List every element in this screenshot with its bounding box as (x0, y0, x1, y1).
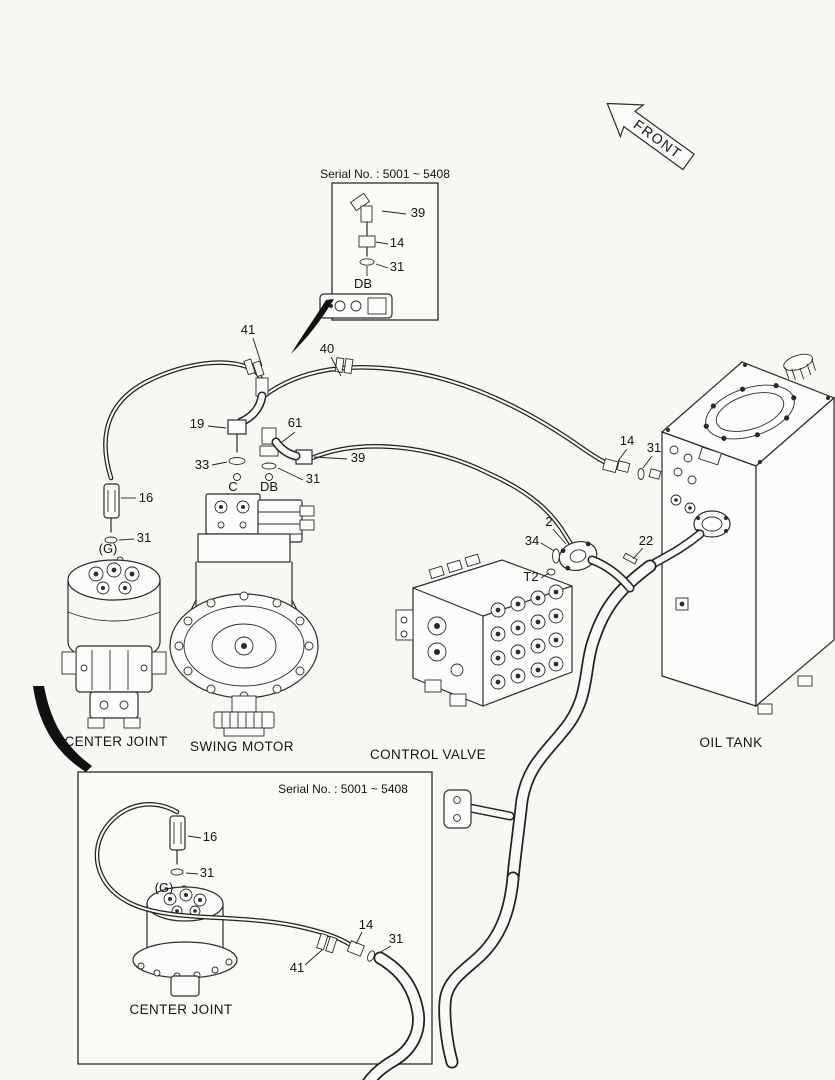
callout-22: 22 (639, 533, 653, 548)
callout-39-inset: 39 (411, 205, 425, 220)
stud-22 (622, 552, 638, 565)
control-valve-drawing (395, 553, 573, 707)
top-inset-fitting-drawing (319, 192, 393, 319)
motor-pinion-gear (213, 695, 275, 737)
label-center-joint: CENTER JOINT (64, 734, 167, 749)
callout-14-inset: 14 (390, 235, 404, 250)
o-ring-31-db (261, 462, 277, 470)
tank-suction-flange (693, 510, 731, 538)
center-joint-drawing (61, 483, 167, 729)
nut-14-inset2 (346, 940, 365, 957)
callout-61: 61 (288, 415, 302, 430)
tank-return-flange (552, 541, 638, 593)
hose-40 (261, 364, 619, 469)
callout-33: 33 (195, 457, 209, 472)
callout-2: 2 (545, 514, 552, 529)
inset-pointer-swoosh-left (33, 686, 92, 772)
callout-41: 41 (241, 322, 255, 337)
port-label-c: C (228, 479, 237, 494)
callout-19: 19 (190, 416, 204, 431)
o-ring-31-inset2 (170, 868, 184, 876)
main-callouts: 41 40 19 33 C DB 61 39 31 16 31 (G) 14 3… (99, 322, 662, 584)
callout-31-g-inset: 31 (200, 865, 214, 880)
tank-side-ports (669, 445, 722, 611)
callout-34: 34 (525, 533, 539, 548)
pipe-flange (443, 789, 472, 829)
label-swing-motor: SWING MOTOR (190, 739, 294, 754)
top-inset-serial-label: Serial No. : 5001 ~ 5408 (320, 167, 450, 181)
o-ring-33 (228, 457, 246, 465)
port-c-mark (233, 473, 241, 481)
front-arrow: FRONT (606, 102, 695, 171)
tank-hose-fitting (602, 458, 662, 480)
elbow-19 (227, 419, 247, 435)
nut-14-inset (358, 235, 376, 248)
port-db-mark (265, 473, 273, 481)
hose-clamp-40 (334, 357, 354, 374)
callout-39: 39 (351, 450, 365, 465)
bottom-inset-component-label: CENTER JOINT (129, 1002, 232, 1017)
callout-31-db: 31 (306, 471, 320, 486)
bottom-inset: Serial No. : 5001 ~ 5408 16 31 (G) 14 31… (33, 686, 433, 1080)
swing-motor-drawing (169, 493, 319, 737)
filter-16 (103, 483, 120, 519)
port-label-t2: T2 (523, 569, 538, 584)
port-label-g-inset: (G) (155, 880, 174, 895)
callout-31-hose-inset: 31 (389, 931, 403, 946)
top-inset: Serial No. : 5001 ~ 5408 39 14 31 DB (291, 167, 450, 354)
callout-31-tank: 31 (647, 440, 661, 455)
label-control-valve: CONTROL VALVE (370, 747, 486, 762)
tank-top-flange (703, 383, 797, 441)
port-label-db: DB (260, 479, 278, 494)
leader-lines (118, 337, 653, 579)
motor-port-fittings (227, 377, 313, 481)
o-ring-31-inset (359, 258, 375, 266)
tank-breather-cap (783, 353, 816, 381)
return-pipes (438, 529, 705, 1069)
bottom-inset-hose (94, 802, 426, 1080)
bottom-inset-serial-label: Serial No. : 5001 ~ 5408 (278, 782, 408, 796)
filter-16-inset (169, 815, 186, 851)
hose-clamp-41 (243, 358, 265, 378)
callout-14-tank: 14 (620, 433, 634, 448)
callout-41-inset: 41 (290, 960, 304, 975)
o-ring-31-tank (637, 468, 645, 480)
valve-spool-ports (490, 584, 564, 690)
callout-31-inset: 31 (390, 259, 404, 274)
callout-40: 40 (320, 341, 334, 356)
inset-pointer-swoosh-top (291, 299, 334, 354)
port-label-g: (G) (99, 541, 118, 556)
front-arrow-label: FRONT (631, 116, 685, 162)
label-oil-tank: OIL TANK (700, 735, 763, 750)
callout-16-inset: 16 (203, 829, 217, 844)
callout-31-g: 31 (137, 530, 151, 545)
port-label-db-inset: DB (354, 276, 372, 291)
callout-16: 16 (139, 490, 153, 505)
component-labels: CENTER JOINT SWING MOTOR CONTROL VALVE O… (64, 734, 762, 762)
callout-14-inset2: 14 (359, 917, 373, 932)
oil-tank-drawing (660, 353, 835, 715)
o-ring-31-g (104, 536, 118, 544)
port-t2-mark (546, 568, 556, 576)
